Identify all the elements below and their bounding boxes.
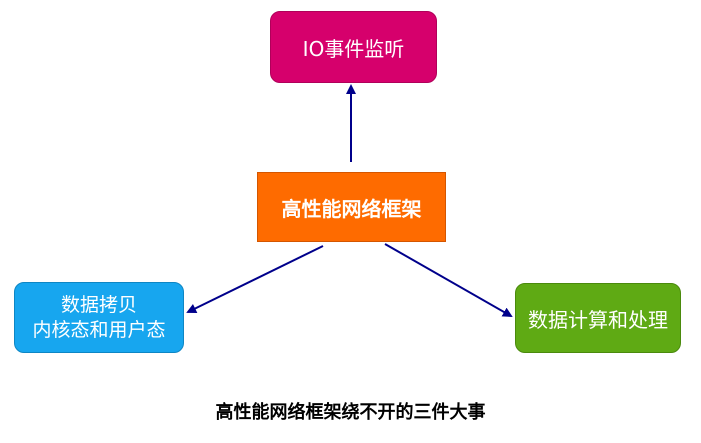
data-copy-label-line2: 内核态和用户态: [32, 318, 166, 341]
network-framework-label: 高性能网络框架: [281, 196, 422, 221]
data-compute-label: 数据计算和处理: [528, 307, 668, 332]
network-framework-node: 高性能网络框架: [257, 172, 446, 242]
arrow-to-copy: [186, 245, 324, 313]
io-event-node: IO事件监听: [270, 11, 437, 83]
data-copy-label-line1: 数据拷贝: [60, 293, 137, 316]
diagram-caption: 高性能网络框架绕不开的三件大事: [215, 402, 486, 423]
data-copy-node: 数据拷贝 内核态和用户态: [14, 282, 184, 353]
arrow-to-compute: [384, 243, 513, 317]
io-event-label: IO事件监听: [302, 36, 405, 61]
data-compute-node: 数据计算和处理: [515, 283, 681, 353]
